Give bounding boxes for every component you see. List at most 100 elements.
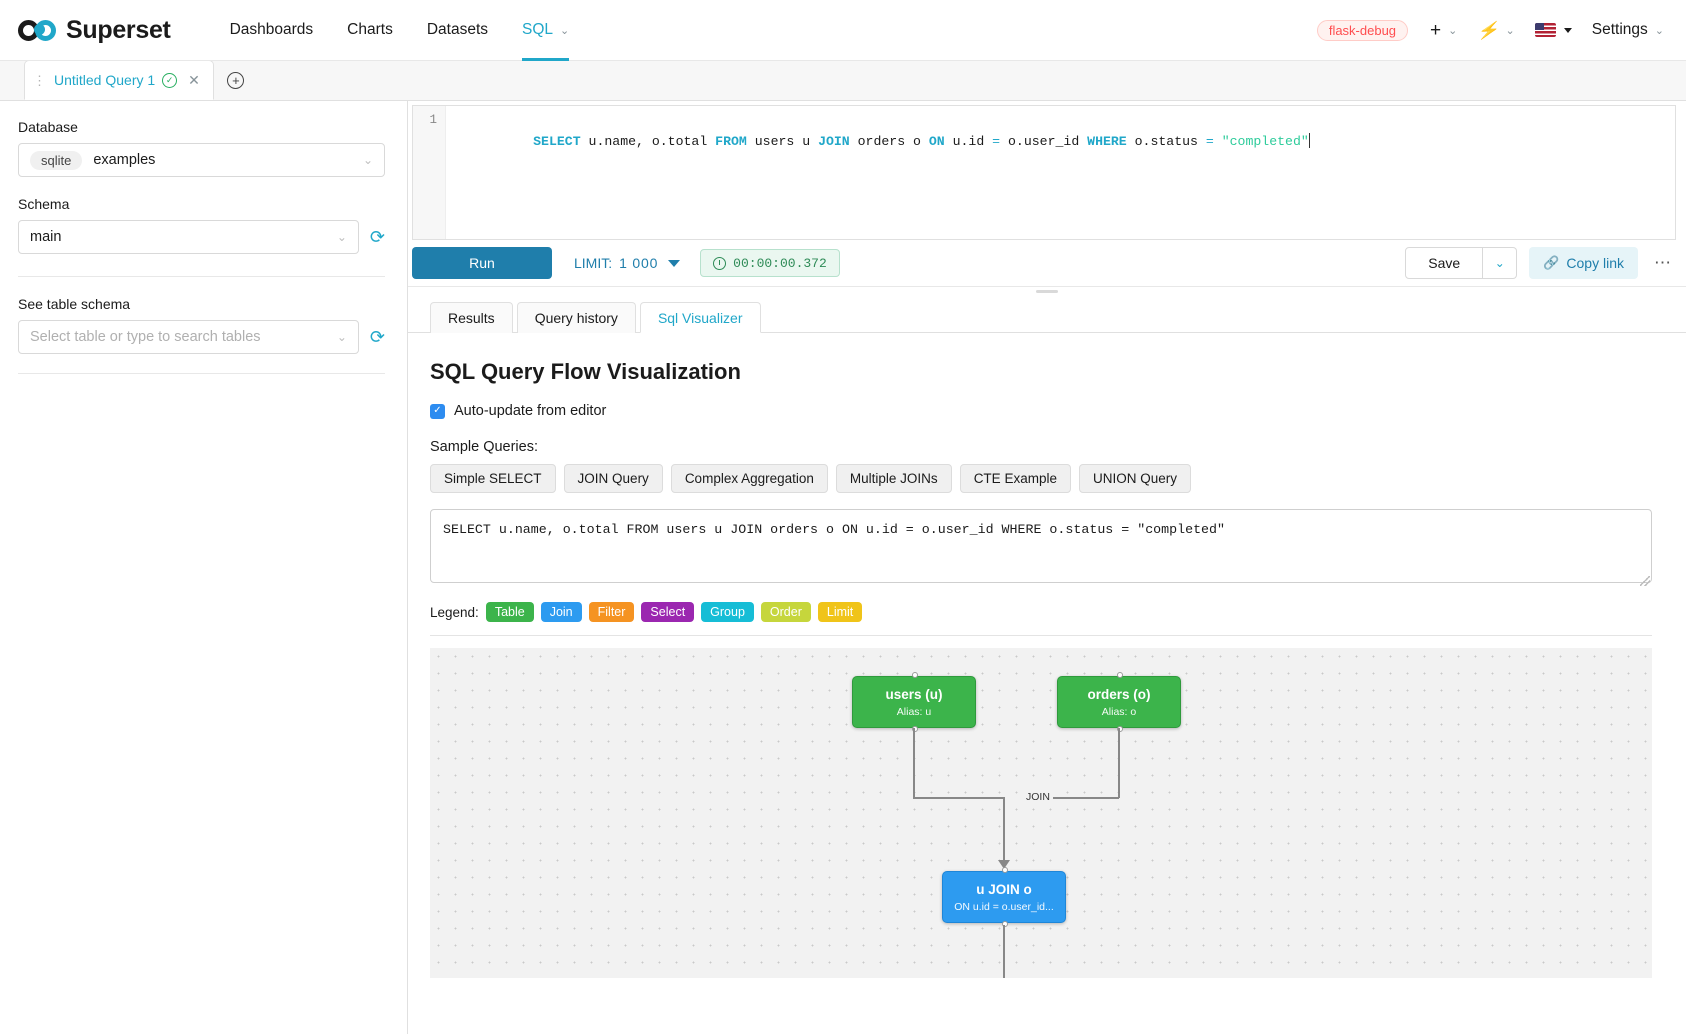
editor-code-line[interactable]: SELECT u.name, o.total FROM users u JOIN… xyxy=(446,106,1675,239)
auto-update-row[interactable]: ✓ Auto-update from editor xyxy=(430,403,1658,419)
sidebar-divider xyxy=(18,276,385,277)
us-flag-icon xyxy=(1534,23,1556,37)
toolbar-right: Save ⌄ 🔗 Copy link ⋯ xyxy=(1405,247,1676,279)
sql-editor[interactable]: 1 SELECT u.name, o.total FROM users u JO… xyxy=(412,105,1676,240)
schema-value: main xyxy=(30,229,62,245)
bolt-menu[interactable]: ⚡ ⌄ xyxy=(1477,22,1528,39)
edge-users-to-join-v1 xyxy=(913,728,915,798)
sample-button-union-query[interactable]: UNION Query xyxy=(1078,464,1191,493)
flask-debug-badge: flask-debug xyxy=(1316,19,1409,41)
save-dropdown-button[interactable]: ⌄ xyxy=(1483,247,1518,279)
refresh-schema-icon[interactable]: ⟳ xyxy=(369,227,385,247)
node-port-bottom xyxy=(1117,726,1123,732)
tab-sql-visualizer[interactable]: Sql Visualizer xyxy=(639,302,761,333)
legend-badge-join: Join xyxy=(540,602,582,622)
chevron-down-icon: ⌄ xyxy=(362,153,373,167)
refresh-tables-icon[interactable]: ⟳ xyxy=(369,327,385,347)
node-port-top xyxy=(1002,867,1008,873)
run-button[interactable]: Run xyxy=(412,247,552,279)
flow-node-join-condition: ON u.id = o.user_id... xyxy=(954,900,1054,913)
pane-resize-handle[interactable] xyxy=(408,287,1686,296)
query-status-ok-icon: ✓ xyxy=(162,72,178,88)
flow-node-orders[interactable]: orders (o) Alias: o xyxy=(1057,672,1181,732)
query-tab-bar: ⋮ Untitled Query 1 ✓ ✕ + xyxy=(0,60,1686,101)
settings-menu[interactable]: Settings ⌄ xyxy=(1592,21,1664,39)
text-cursor xyxy=(1308,133,1310,148)
caret-down-icon xyxy=(1563,27,1572,33)
nav-link-datasets-label: Datasets xyxy=(426,21,488,38)
sample-queries-row: Simple SELECT JOIN Query Complex Aggrega… xyxy=(430,464,1658,493)
copy-link-label: Copy link xyxy=(1566,255,1624,271)
edge-merged-to-join-v xyxy=(1003,797,1005,861)
nav-link-sql[interactable]: SQL ⌄ xyxy=(505,0,586,61)
table-schema-row: Select table or type to search tables ⌄ … xyxy=(18,320,385,354)
flow-node-join[interactable]: u JOIN o ON u.id = o.user_id... xyxy=(942,867,1066,927)
query-tab-untitled-query-1[interactable]: ⋮ Untitled Query 1 ✓ ✕ xyxy=(24,60,214,100)
legend-badge-order: Order xyxy=(760,602,811,622)
left-sidebar: Database sqlite examples ⌄ Schema main ⌄… xyxy=(0,101,408,1034)
close-icon[interactable]: ✕ xyxy=(188,71,200,88)
flow-node-users[interactable]: users (u) Alias: u xyxy=(852,672,976,732)
right-pane: 1 SELECT u.name, o.total FROM users u JO… xyxy=(408,101,1686,1034)
edge-users-to-join-h xyxy=(913,797,1005,799)
node-port-bottom xyxy=(1002,921,1008,927)
table-schema-label: See table schema xyxy=(18,296,131,312)
sample-button-complex-aggregation[interactable]: Complex Aggregation xyxy=(670,464,828,493)
sample-button-simple-select[interactable]: Simple SELECT xyxy=(430,464,556,493)
add-query-tab-button[interactable]: + xyxy=(213,60,258,100)
token-string-completed: "completed" xyxy=(1221,134,1309,149)
edge-orders-to-join-h xyxy=(1025,797,1119,799)
schema-row: main ⌄ ⟳ xyxy=(18,220,385,254)
nav-links: Dashboards Charts Datasets SQL ⌄ xyxy=(213,0,587,61)
save-group: Save ⌄ xyxy=(1405,247,1518,279)
sql-visualizer-content: SQL Query Flow Visualization ✓ Auto-upda… xyxy=(408,333,1686,978)
sample-button-multiple-joins[interactable]: Multiple JOINs xyxy=(835,464,952,493)
nav-link-dashboards[interactable]: Dashboards xyxy=(213,0,331,61)
database-select[interactable]: sqlite examples ⌄ xyxy=(18,143,385,177)
copy-link-button[interactable]: 🔗 Copy link xyxy=(1529,247,1638,279)
query-tab-label: Untitled Query 1 xyxy=(54,72,156,88)
more-options-icon[interactable]: ⋯ xyxy=(1654,253,1672,272)
sample-button-cte-example[interactable]: CTE Example xyxy=(959,464,1071,493)
language-menu[interactable] xyxy=(1534,23,1586,37)
sql-input-textarea[interactable] xyxy=(430,509,1652,583)
token-userid: o.user_id xyxy=(1000,134,1088,149)
editor-toolbar: Run LIMIT: 1 000 00:00:00.372 Save ⌄ xyxy=(408,240,1686,287)
plus-circle-icon: + xyxy=(227,71,245,89)
table-select[interactable]: Select table or type to search tables ⌄ xyxy=(18,320,359,354)
sql-visualizer-panel: SQL Query Flow Visualization ✓ Auto-upda… xyxy=(408,333,1686,1034)
limit-dropdown[interactable]: LIMIT: 1 000 xyxy=(574,255,681,271)
node-port-top xyxy=(912,672,918,678)
page-title: SQL Query Flow Visualization xyxy=(430,359,741,384)
brand[interactable]: Superset xyxy=(18,16,171,45)
brand-text: Superset xyxy=(66,15,171,44)
query-timer-value: 00:00:00.372 xyxy=(733,255,827,271)
token-eq-2: = xyxy=(1205,134,1214,149)
sidebar-divider-2 xyxy=(18,373,385,374)
nav-link-datasets[interactable]: Datasets xyxy=(410,0,505,61)
auto-update-checkbox[interactable]: ✓ xyxy=(430,403,445,419)
edge-label-join: JOIN xyxy=(1023,791,1053,803)
token-select: SELECT xyxy=(533,134,581,149)
nav-link-dashboards-label: Dashboards xyxy=(229,21,314,38)
drag-handle-icon[interactable]: ⋮ xyxy=(33,72,47,88)
chevron-down-icon: ⌄ xyxy=(1494,256,1505,270)
chevron-down-icon: ⌄ xyxy=(560,24,570,37)
query-flow-canvas[interactable]: users (u) Alias: u orders (o) Alias: o xyxy=(430,648,1652,978)
tab-results[interactable]: Results xyxy=(430,302,513,333)
link-icon: 🔗 xyxy=(1543,255,1560,270)
schema-select[interactable]: main ⌄ xyxy=(18,220,359,254)
resize-grip-icon xyxy=(1036,290,1058,293)
navbar-right: flask-debug + ⌄ ⚡ ⌄ Settings ⌄ xyxy=(1316,19,1664,41)
flow-node-join-title: u JOIN o xyxy=(976,881,1032,897)
new-menu[interactable]: + ⌄ xyxy=(1430,21,1471,40)
token-users: users u xyxy=(746,134,819,149)
save-button[interactable]: Save xyxy=(1405,247,1484,279)
token-status: o.status xyxy=(1126,134,1206,149)
tab-query-history-label: Query history xyxy=(534,310,618,326)
sample-button-join-query[interactable]: JOIN Query xyxy=(563,464,663,493)
nav-link-charts[interactable]: Charts xyxy=(330,0,410,61)
tab-query-history[interactable]: Query history xyxy=(516,302,636,333)
token-space xyxy=(1214,134,1222,149)
